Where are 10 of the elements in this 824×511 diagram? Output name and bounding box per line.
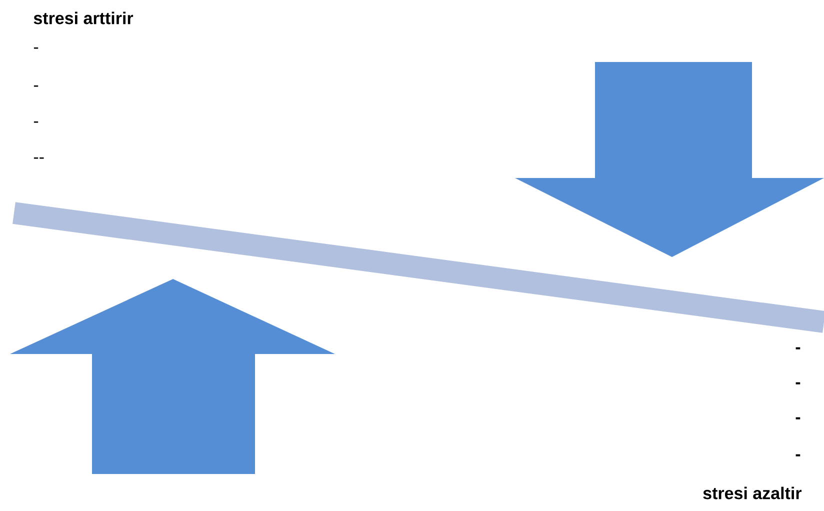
label: - bbox=[796, 454, 800, 456]
label: -- bbox=[34, 157, 44, 159]
label: - bbox=[796, 347, 800, 350]
label: - bbox=[796, 417, 800, 420]
label: - bbox=[34, 85, 38, 87]
label: stresi arttirir bbox=[34, 12, 134, 24]
label: - bbox=[796, 382, 800, 384]
label: - bbox=[34, 47, 38, 49]
label: - bbox=[34, 121, 38, 123]
label: stresi azaltir bbox=[703, 486, 802, 500]
